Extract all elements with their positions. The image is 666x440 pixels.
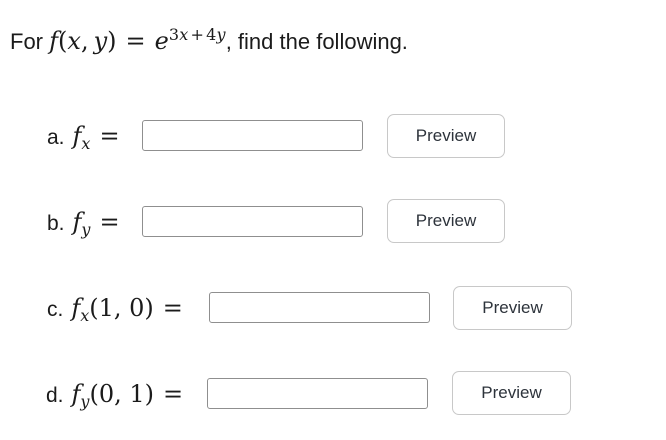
math-function-f: f — [71, 380, 81, 408]
preview-button-label: Preview — [481, 383, 542, 402]
question-label-d: d. fy(0, 1) = — [46, 372, 183, 424]
exp-coef-3: 3 — [168, 25, 180, 44]
math-subscript: x — [80, 306, 90, 325]
math-function-f: f — [49, 27, 59, 55]
preview-button-label: Preview — [415, 211, 477, 230]
preview-button-d[interactable]: Preview — [452, 371, 571, 415]
equals-sign: = — [162, 380, 184, 408]
close-paren: ) — [107, 27, 117, 55]
answer-input-b[interactable] — [142, 206, 363, 237]
exp-coef-4: 4 — [206, 25, 217, 44]
preview-button-c[interactable]: Preview — [453, 286, 572, 330]
question-label-b: b. fy = — [47, 200, 120, 252]
answer-input-c[interactable] — [209, 292, 430, 323]
equals-sign: = — [99, 122, 120, 150]
math-subscript: y — [80, 392, 90, 411]
preview-button-label: Preview — [482, 298, 543, 317]
question-letter: a. — [47, 126, 65, 149]
math-base-e: e — [154, 27, 169, 55]
math-var-x: x — [67, 27, 81, 55]
math-args: (1, 0) — [89, 294, 154, 322]
problem-statement: For f(x,y)=e3x+4y, find the following. — [10, 12, 408, 65]
question-label-a: a. fx = — [47, 114, 120, 166]
question-letter: b. — [47, 212, 65, 235]
math-exponent: 3x+4y — [168, 25, 226, 44]
preview-button-label: Preview — [415, 126, 477, 145]
math-args: (0, 1) — [89, 380, 154, 408]
statement-prefix: For — [10, 29, 43, 54]
plus-sign: + — [190, 25, 205, 44]
math-subscript: x — [81, 134, 91, 153]
equals-sign: = — [99, 208, 120, 236]
math-subscript: y — [81, 220, 91, 239]
preview-button-b[interactable]: Preview — [387, 199, 505, 243]
exp-var-x: x — [179, 25, 189, 44]
math-var-y: y — [93, 27, 108, 55]
math-function-f: f — [72, 208, 82, 236]
question-letter: d. — [46, 384, 64, 407]
answer-input-a[interactable] — [142, 120, 363, 151]
equals-sign: = — [162, 294, 183, 322]
answer-input-d[interactable] — [207, 378, 428, 409]
open-paren: ( — [58, 27, 68, 55]
preview-button-a[interactable]: Preview — [387, 114, 505, 158]
math-function-f: f — [71, 294, 81, 322]
statement-suffix: , find the following. — [225, 29, 408, 54]
equals-sign: = — [125, 27, 146, 55]
question-label-c: c. fx(1, 0) = — [47, 286, 183, 338]
question-letter: c. — [47, 298, 64, 321]
comma: , — [80, 27, 89, 55]
math-function-f: f — [72, 122, 82, 150]
exp-var-y: y — [216, 25, 226, 44]
